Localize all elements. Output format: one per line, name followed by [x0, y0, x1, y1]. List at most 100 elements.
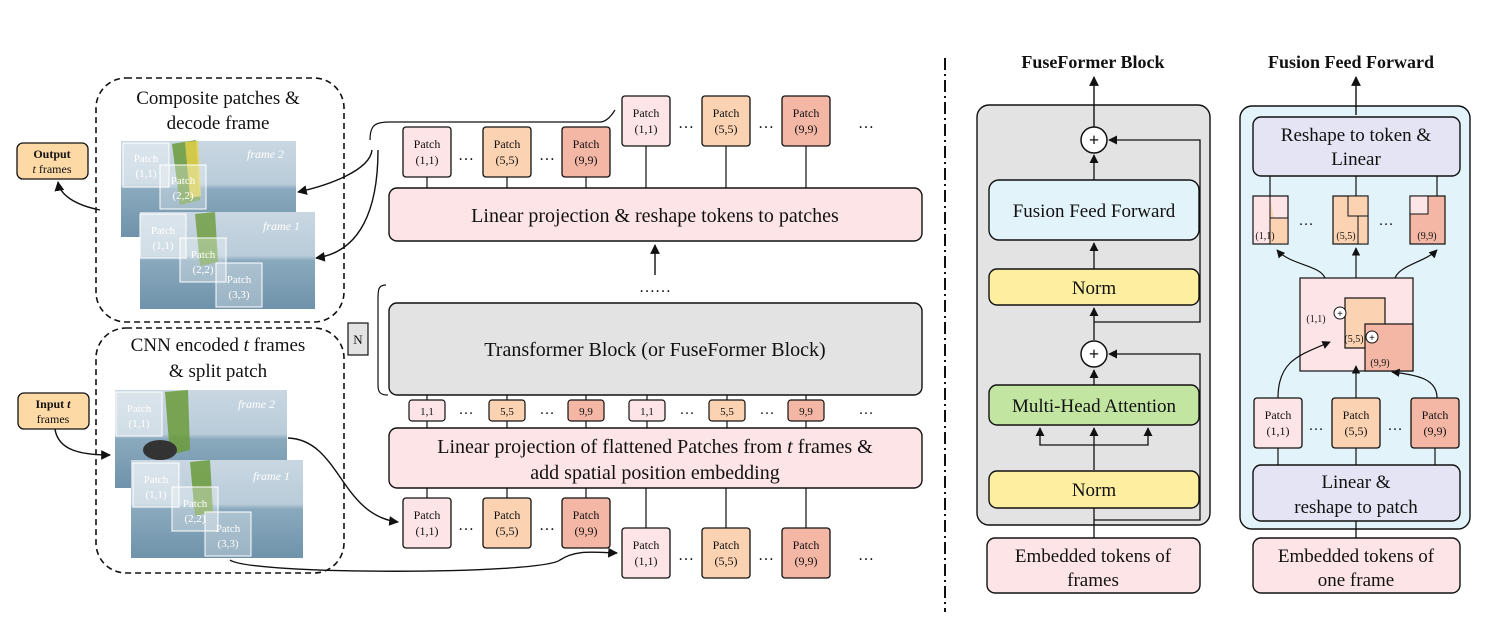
svg-text:Reshape to token &: Reshape to token & [1281, 125, 1432, 146]
svg-text:(9,9): (9,9) [1417, 231, 1436, 242]
svg-text:…: … [1379, 213, 1394, 229]
svg-text:…: … [758, 115, 774, 132]
svg-text:(2,2): (2,2) [184, 513, 205, 525]
patch-box [482, 497, 532, 549]
bottom-patch-connectors [426, 488, 807, 528]
svg-text:…: … [540, 402, 555, 418]
ffn-reshape-linear-box: Reshape to token & Linear [1252, 116, 1461, 177]
arrow-to-decode-frame1 [315, 149, 379, 262]
svg-text:Patch: Patch [793, 538, 820, 552]
patch-box [561, 126, 611, 178]
patch-box [482, 126, 532, 178]
patch-box [781, 527, 831, 579]
svg-text:1,1: 1,1 [420, 406, 434, 418]
svg-text:…: … [459, 402, 474, 418]
encode-group-title-line1: CNN encoded t frames [131, 335, 306, 356]
top-patch-row-frame1: Patch (1,1) … Patch (5,5) … Patch (9,9) [402, 126, 611, 178]
svg-text:Embedded tokens of: Embedded tokens of [1278, 546, 1435, 567]
transformer-repeat-bracket [377, 284, 389, 396]
decoded-frame-2-image: frame 2 Patch (1,1) Patch (2,2) [121, 140, 296, 237]
svg-text:Patch: Patch [127, 403, 152, 415]
svg-text:Patch: Patch [216, 523, 241, 535]
linear-flatten-block: Linear projection of flattened Patches f… [388, 427, 923, 489]
svg-text:(5,5): (5,5) [715, 554, 738, 568]
svg-text:(5,5): (5,5) [1344, 334, 1363, 345]
bottom-patch-row-frame1: Patch (1,1) … Patch (5,5) … Patch (9,9) [402, 497, 611, 549]
svg-text:one frame: one frame [1318, 570, 1394, 591]
svg-text:…: … [678, 115, 694, 132]
svg-text:Embedded tokens of: Embedded tokens of [1015, 546, 1172, 567]
output-frames-box: Output t frames [16, 142, 89, 180]
patch-box [402, 126, 452, 178]
svg-text:Patch: Patch [171, 175, 196, 187]
ffn-lower-connectors [1277, 448, 1436, 465]
top-rows-bracket [369, 109, 616, 141]
svg-text:Patch: Patch [573, 137, 600, 151]
svg-text:Fusion Feed Forward: Fusion Feed Forward [1013, 201, 1176, 222]
decode-group-title-line1: Composite patches & [136, 88, 300, 109]
svg-text:…: … [458, 147, 474, 164]
svg-text:frames: frames [37, 412, 70, 426]
svg-text:5,5: 5,5 [500, 406, 514, 418]
svg-text:…: … [1388, 418, 1403, 434]
svg-text:5,5: 5,5 [720, 406, 734, 418]
fuseformer-input-box: Embedded tokens of frames [986, 537, 1201, 594]
fuseformer-norm2-box: Norm [988, 470, 1200, 509]
svg-text:Patch: Patch [1265, 408, 1292, 422]
svg-text:add spatial position embedding: add spatial position embedding [530, 462, 779, 484]
top-patch-row-frame2: Patch (1,1) … Patch (5,5) … Patch (9,9) … [621, 95, 874, 147]
svg-text:Output: Output [33, 147, 70, 161]
svg-text:Patch: Patch [713, 538, 740, 552]
linear-reshape-block: Linear projection & reshape tokens to pa… [388, 187, 923, 242]
fuseformer-ffn-box: Fusion Feed Forward [988, 179, 1200, 241]
ffn-input-box: Embedded tokens of one frame [1252, 537, 1461, 594]
svg-text:(2,2): (2,2) [172, 190, 193, 202]
ffn-fusion-arrows [1276, 247, 1438, 399]
arrow-encode-frame2-to-patches [287, 437, 399, 526]
svg-text:…: … [858, 547, 874, 564]
ffn-upper-patches: (1,1) … (5,5) … (9,9) [1252, 195, 1446, 245]
svg-text:Patch: Patch [144, 474, 169, 486]
svg-text:…: … [758, 547, 774, 564]
svg-text:(9,9): (9,9) [795, 554, 818, 568]
ffn-linear-reshape-box: Linear & reshape to patch [1252, 464, 1461, 522]
residual-bottom [1094, 349, 1201, 521]
decode-group-border [95, 77, 345, 323]
svg-text:9,9: 9,9 [799, 406, 813, 418]
svg-text:Linear &: Linear & [1321, 472, 1390, 493]
svg-text:+: + [1089, 344, 1099, 364]
svg-text:(9,9): (9,9) [1424, 424, 1447, 438]
svg-text:(1,1): (1,1) [152, 240, 173, 252]
svg-text:frames: frames [1067, 570, 1119, 591]
svg-text:…: … [859, 402, 874, 418]
svg-text:(1,1): (1,1) [416, 153, 439, 167]
svg-text:reshape to patch: reshape to patch [1294, 497, 1418, 518]
patch-box [621, 527, 671, 579]
svg-text:Norm: Norm [1072, 278, 1117, 299]
svg-text:Patch: Patch [494, 508, 521, 522]
arrow-decode-to-output [54, 181, 101, 211]
svg-text:(2,2): (2,2) [192, 264, 213, 276]
svg-text:Patch: Patch [151, 225, 176, 237]
svg-text:+: + [1089, 130, 1099, 150]
svg-text:Linear projection & reshape to: Linear projection & reshape tokens to pa… [471, 205, 839, 227]
svg-text:frame 2: frame 2 [238, 397, 275, 411]
bottom-patch-row-frame2: Patch (1,1) … Patch (5,5) … Patch (9,9) … [621, 527, 874, 579]
decoded-frame-1-image: frame 1 Patch (1,1) Patch (2,2) Patch (3… [139, 212, 315, 309]
svg-text:Patch: Patch [1422, 408, 1449, 422]
svg-text:(1,1): (1,1) [1255, 231, 1274, 242]
input-frames-box: Input t frames [17, 392, 90, 430]
svg-text:frame 2: frame 2 [247, 147, 284, 161]
encode-group-border [95, 327, 345, 574]
svg-text:t frames: t frames [33, 162, 72, 176]
stack-dots: …… [639, 279, 671, 296]
svg-text:Linear: Linear [1331, 149, 1381, 170]
fuseformer-block-title: FuseFormer Block [1021, 52, 1164, 72]
svg-text:…: … [678, 547, 694, 564]
svg-text:(9,9): (9,9) [575, 153, 598, 167]
ffn-fusion-square: (1,1) (5,5) (9,9) + + [1299, 277, 1414, 372]
encode-group-title-line2: & split patch [169, 361, 268, 382]
ffn-upper-connectors [1269, 176, 1438, 196]
svg-text:(9,9): (9,9) [795, 122, 818, 136]
svg-text:(5,5): (5,5) [496, 524, 519, 538]
